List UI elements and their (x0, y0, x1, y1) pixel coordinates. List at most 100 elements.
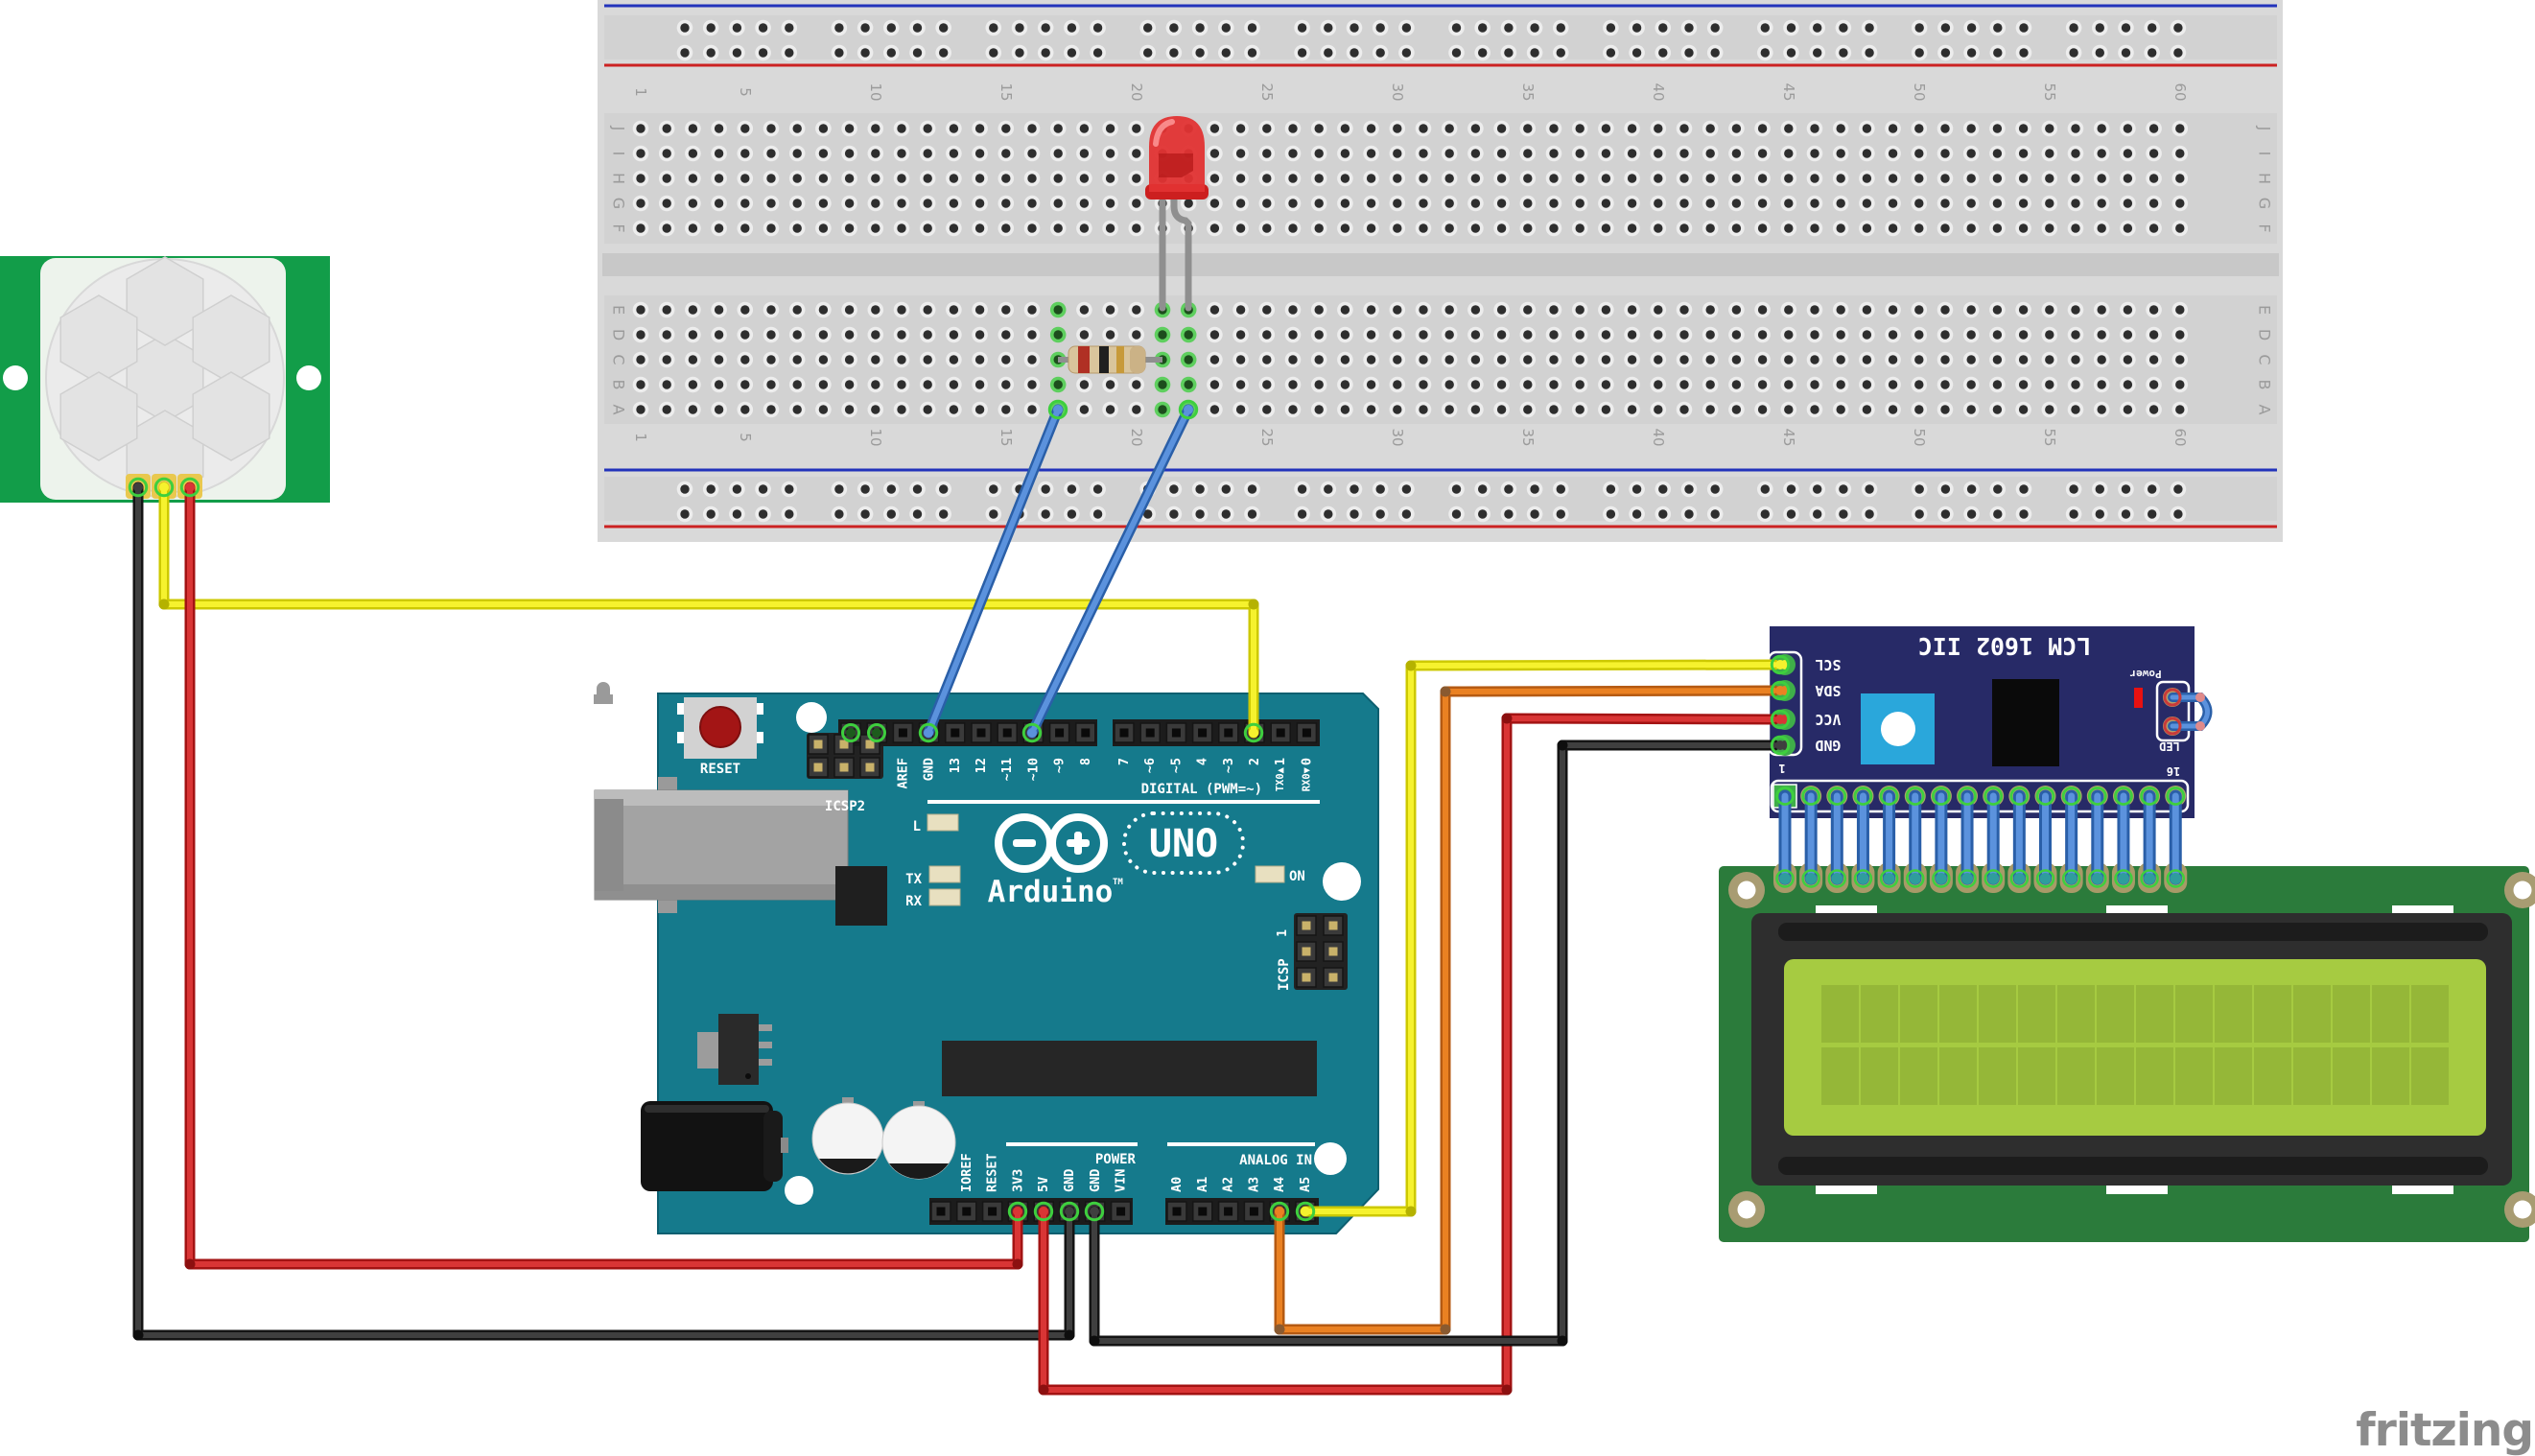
reset-button[interactable] (677, 697, 763, 759)
breadboard-column-number: 30 (1389, 428, 1406, 446)
lcd-char-cell (2175, 1047, 2213, 1105)
wire-connection-ring (1295, 1201, 1316, 1222)
breadboard-column-number: 10 (867, 82, 884, 101)
resistor[interactable] (1058, 345, 1162, 374)
led-tx (928, 865, 961, 883)
breadboard-row-letter: C (2256, 354, 2274, 364)
pir-mount-hole-right (296, 365, 321, 390)
breadboard-row-letter: A (2256, 405, 2274, 415)
mount-hole (796, 702, 827, 733)
pin-label: ~10 (1025, 758, 1041, 781)
breadboard-column-number: 60 (2171, 428, 2189, 446)
arduino-uno[interactable]: RESET ICSP2 DIGITAL (PWM=~) L TX RX UNO … (594, 682, 1379, 1234)
lcd-char-cell (2254, 1047, 2291, 1105)
lcm-title: LCM 1602 IIC (1918, 632, 2092, 660)
breadboard-column-number: 5 (737, 87, 754, 97)
lcm-led-jumper[interactable] (2163, 688, 2213, 736)
wire-arduino-a4-to-lcm-sda[interactable] (1269, 680, 1791, 1335)
lcd-char-cell (1979, 985, 2016, 1043)
breadboard-column-number: 15 (998, 82, 1015, 101)
pin-label: RESET (985, 1153, 1000, 1192)
icsp-label: ICSP (1277, 958, 1292, 991)
lcd-char-cell (2411, 985, 2449, 1043)
wire-connection-ring (1007, 1201, 1028, 1222)
led-rx-label: RX (905, 894, 922, 909)
fresnel-hex-cell (126, 256, 204, 346)
wire-bend (1405, 660, 1417, 671)
pin-label: 12 (974, 758, 989, 773)
led-l (927, 813, 959, 832)
brand-label: Arduino (988, 875, 1114, 909)
resistor-band-red (1078, 346, 1090, 373)
wire-connection-ring (918, 722, 939, 743)
digital-caption: DIGITAL (PWM=~) (1141, 782, 1262, 797)
wire-connection-ring (1243, 722, 1264, 743)
wire-pir-gnd-to-arduino-gnd[interactable] (128, 477, 1080, 1341)
breadboard-column-number: 60 (2171, 82, 2189, 101)
lcd-char-cell (2293, 1047, 2331, 1105)
breadboard-column-number: 55 (2041, 82, 2058, 101)
fritzing-watermark: fritzing (2356, 1404, 2533, 1456)
breadboard-column-number: 1 (632, 433, 649, 442)
lcd-char-cell (2136, 985, 2173, 1043)
breadboard-column-number: 35 (1519, 82, 1537, 101)
pin-label: A3 (1246, 1177, 1261, 1192)
breadboard-row-letter: J (2256, 126, 2274, 131)
lcd-display[interactable] (1719, 862, 2535, 1242)
lcd-char-cell (1861, 1047, 1898, 1105)
wire-bend (1557, 1335, 1568, 1347)
wire-pir-vcc-to-arduino-3v3[interactable] (179, 477, 1028, 1270)
pin-label: GND (1088, 1169, 1103, 1192)
mount-hole (1314, 1142, 1347, 1175)
lcd-char-cell (1861, 985, 1898, 1043)
breadboard-row-letter: B (610, 380, 628, 390)
lcd-char-cell (1900, 985, 1937, 1043)
wire-bend (184, 1258, 196, 1270)
wire-bend (1248, 599, 1259, 610)
wire-connection-ring (1047, 399, 1068, 420)
breadboard-column-number: 25 (1258, 82, 1276, 101)
breadboard-row-letter: F (610, 223, 628, 232)
wire-pir-out-to-arduino-d2[interactable] (153, 477, 1264, 743)
wire-connection-ring (1770, 654, 1791, 675)
led-red[interactable] (1145, 116, 1209, 312)
breadboard-column-number: 5 (737, 433, 754, 442)
wire-connection-ring (1084, 1201, 1105, 1222)
lcd-char-cell (2057, 1047, 2095, 1105)
pir-sensor[interactable] (0, 256, 330, 503)
icsp2-label: ICSP2 (825, 799, 865, 814)
atmega-chip (942, 1041, 1317, 1096)
lcd-char-cell (2097, 985, 2134, 1043)
pin-label: 5V (1036, 1177, 1051, 1192)
breadboard-row-letter: G (2256, 198, 2274, 209)
breadboard-row-letter: D (610, 329, 628, 341)
wire-bend (1038, 1384, 1049, 1396)
lcd-char-cell (2175, 985, 2213, 1043)
pin-label: 8 (1078, 758, 1093, 765)
wire-arduino-gnd-to-lcm-gnd[interactable] (1084, 735, 1791, 1347)
lcm-pin16-label: 16 (2167, 764, 2180, 778)
fresnel-hex-cell (59, 371, 138, 461)
lcd-char-cell (2057, 985, 2095, 1043)
usb-connector (594, 777, 849, 913)
breadboard-column-number: 45 (1780, 82, 1797, 101)
lcd-char-cell (2333, 985, 2370, 1043)
lcd-char-cell (2333, 1047, 2370, 1105)
pin-label: GND (922, 758, 937, 781)
wire-breadboard-a22-to-arduino-d10[interactable] (1021, 399, 1199, 743)
pin-label: A2 (1221, 1177, 1236, 1192)
led-l-label: L (913, 819, 921, 834)
wire-breadboard-a17-to-arduino-gnd[interactable] (918, 399, 1068, 743)
wires (128, 399, 1791, 1396)
wire-arduino-5v-to-lcm-vcc[interactable] (1033, 709, 1791, 1396)
wire-arduino-a5-to-lcm-scl[interactable] (1295, 654, 1791, 1222)
wire-connection-ring (1059, 1201, 1080, 1222)
pin-label: ~6 (1142, 758, 1158, 773)
wire-connection-ring (1770, 680, 1791, 701)
breadboard-center-channel (602, 253, 2279, 276)
led-on-label: ON (1289, 869, 1305, 884)
wire-bend (1405, 1206, 1417, 1217)
